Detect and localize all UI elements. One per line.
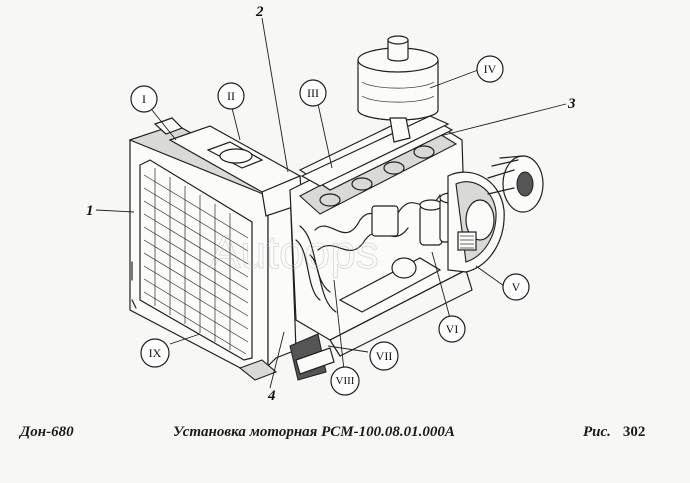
caption-figure: Рис. 302 [583, 424, 645, 441]
engine-block [289, 111, 473, 381]
label-2: 2 [255, 4, 264, 20]
callout-VIII: VIII [330, 366, 360, 396]
engine-drawing: Autoops I II III IV [86, 4, 576, 404]
callout-VII-text: VII [376, 349, 393, 363]
callout-III: III [299, 79, 327, 107]
watermark: Autoops [210, 226, 379, 278]
callout-VI: VI [438, 315, 466, 343]
label-3: 3 [567, 96, 576, 112]
callout-V-text: V [512, 280, 521, 294]
callout-V: V [502, 273, 530, 301]
callout-III-text: III [307, 86, 319, 100]
callout-VII: VII [369, 341, 399, 371]
label-4: 4 [267, 388, 276, 404]
figure-number: 302 [622, 424, 646, 440]
callout-II-text: II [227, 89, 235, 103]
callout-I-text: I [142, 92, 146, 106]
air-filter [357, 35, 439, 143]
callout-I: I [130, 85, 158, 113]
leader-lines [95, 17, 567, 389]
caption-title: Установка моторная РСМ-100.08.01.000А [173, 424, 455, 440]
callout-IX: IX [140, 338, 170, 368]
callout-IX-text: IX [149, 346, 162, 360]
caption-model: Дон-680 [20, 424, 74, 440]
figure-prefix: Рис. [583, 424, 611, 440]
callout-VI-text: VI [446, 322, 459, 336]
callout-IV: IV [476, 55, 504, 83]
callout-VIII-text: VIII [336, 375, 355, 387]
label-1: 1 [86, 203, 94, 219]
callout-II: II [217, 82, 245, 110]
callout-IV-text: IV [484, 62, 497, 76]
flywheel-housing [447, 155, 544, 273]
